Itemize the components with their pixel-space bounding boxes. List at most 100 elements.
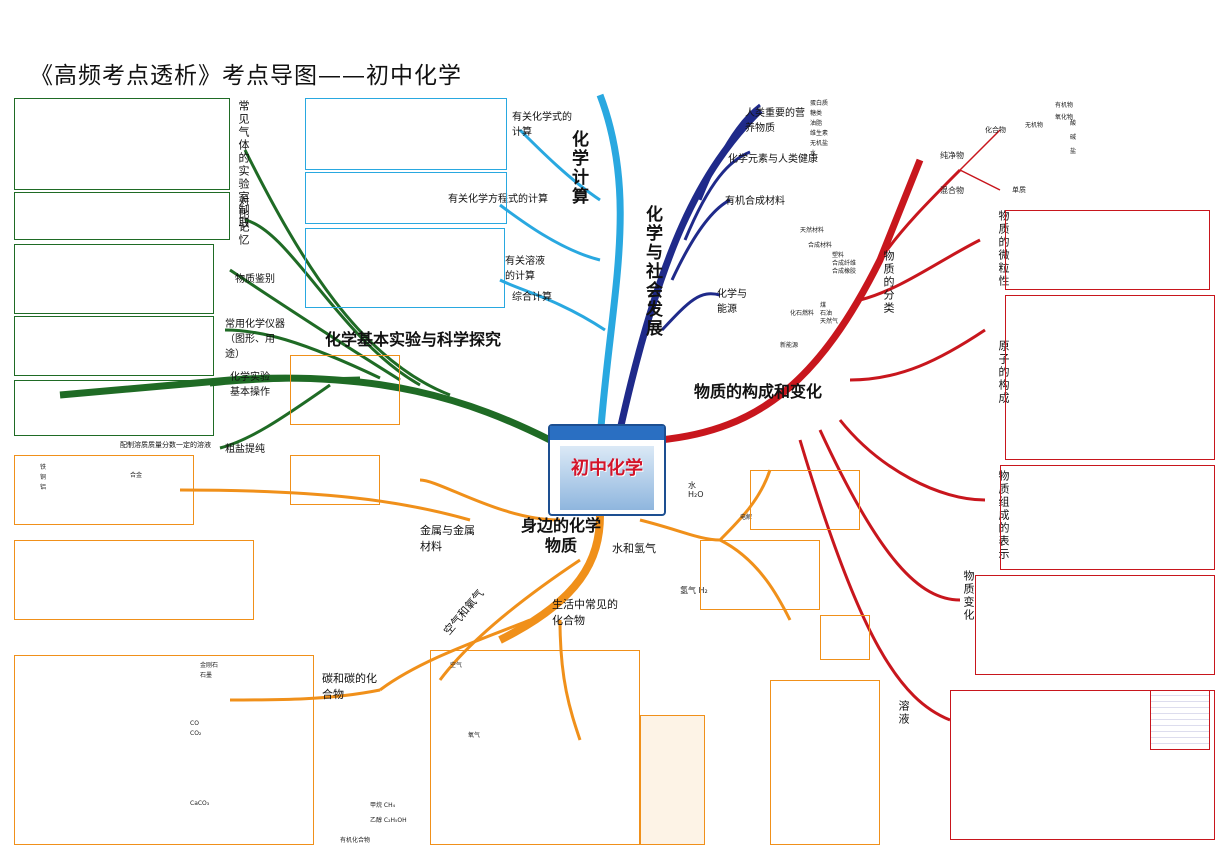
leaf-protein: 蛋白质: [810, 100, 829, 107]
acid-base-box: [770, 680, 880, 845]
center-node: 初中化学: [548, 424, 666, 516]
composition-box: [1000, 465, 1215, 570]
calendar-bar: [550, 426, 664, 440]
exp-sub-3: 物质鉴别: [235, 274, 275, 285]
branch-substances: 身边的化学物质: [520, 516, 601, 555]
leaf-h2o: H₂O: [688, 490, 704, 499]
branch-structure: 物质的构成和变化: [694, 382, 823, 401]
exp-sub-1: 常见气体的实验室制取: [237, 100, 250, 230]
exp-sub-2: 对比记忆: [237, 195, 250, 247]
leaf-vitamin: 维生素: [810, 130, 829, 137]
class-pure: 纯净物: [940, 151, 964, 160]
society-sub-2: 化学元素与人类健康: [728, 154, 818, 165]
calc-sub-3: 有关溶液的计算: [505, 256, 545, 282]
society-sub-1: 人类重要的营养物质: [745, 108, 805, 134]
leaf-oil: 石油: [820, 310, 833, 317]
society-sub-4: 化学与能源: [717, 289, 747, 315]
calc-sub-2: 有关化学方程式的计算: [448, 194, 548, 205]
particle-box: [1005, 210, 1210, 290]
metal-salt-box: [290, 455, 380, 505]
leaf-air: 空气: [450, 662, 463, 669]
leaf-natural: 天然材料: [800, 227, 825, 234]
leaf-copper: 铜: [40, 474, 47, 481]
leaf-electrolysis: 电解: [740, 514, 753, 521]
instrument-box: [14, 316, 214, 376]
subst-sub-5: 生活中常见的化合物: [552, 598, 618, 627]
leaf-iron: 铁: [40, 464, 47, 471]
metal-oxygen-box: [14, 540, 254, 620]
identify-box: [14, 244, 214, 314]
exp-sub-4: 常用化学仪器（图形、用途）: [225, 319, 285, 360]
calc-sub-1: 有关化学式的计算: [512, 112, 572, 138]
leaf-coal: 煤: [820, 302, 827, 309]
compare-box: [14, 192, 230, 240]
society-sub-3: 有机合成材料: [725, 196, 785, 207]
structure-sub-3: 原子的构成: [997, 340, 1010, 405]
leaf-water-sub: 水: [688, 481, 696, 490]
exp-sub-7: 配制溶质质量分数一定的溶液: [120, 441, 211, 449]
leaf-alloy: 合金: [130, 472, 143, 479]
metal-acid-box: [290, 355, 400, 425]
metal-prop-box: [14, 455, 194, 525]
leaf-water: 水: [810, 150, 817, 157]
class-salt: 盐: [1070, 148, 1077, 155]
leaf-synthetic: 合成材料: [808, 242, 833, 249]
leaf-graphite: 石墨: [200, 672, 213, 679]
class-oxide: 氧化物: [1055, 114, 1074, 121]
apparatus-box: [820, 615, 870, 660]
leaf-fat: 油脂: [810, 120, 823, 127]
leaf-ethanol: 乙醇 C₂H₅OH: [370, 817, 407, 824]
leaf-sugar: 糖类: [810, 110, 823, 117]
leaf-plastic: 塑料: [832, 252, 845, 259]
solution-box: [950, 690, 1215, 840]
atom-structure-box: [1005, 295, 1215, 460]
water-box: [750, 470, 860, 530]
leaf-organic-cmpd: 有机化合物: [340, 837, 371, 844]
class-acid: 酸: [1070, 120, 1077, 127]
leaf-gas: 天然气: [820, 318, 839, 325]
leaf-salt: 无机盐: [810, 140, 829, 147]
subst-sub-4: 碳和碳的化合物: [322, 672, 377, 701]
subst-sub-2: 水和氢气: [612, 542, 656, 555]
lab-glassware-image: [560, 446, 654, 510]
center-title: 初中化学: [571, 458, 643, 479]
leaf-co2: CO₂: [190, 730, 202, 737]
change-box: [975, 575, 1215, 675]
structure-sub-2: 物质的微粒性: [997, 210, 1010, 288]
leaf-diamond: 金刚石: [200, 662, 219, 669]
structure-sub-6: 溶液: [897, 700, 910, 726]
class-mixture: 混合物: [940, 186, 964, 195]
branch-calc: 化学计算: [568, 130, 588, 206]
subst-sub-1: 金属与金属材料: [420, 524, 475, 553]
exp-sub-6: 粗盐提纯: [225, 444, 265, 455]
exp-sub-5: 化学实验基本操作: [230, 372, 270, 398]
carbon-box: [14, 655, 314, 845]
leaf-aluminium: 铝: [40, 484, 47, 491]
structure-sub-1: 物质的分类: [882, 250, 895, 315]
leaf-fiber: 合成纤维: [832, 260, 857, 267]
leaf-caco3: CaCO₃: [190, 800, 210, 807]
operation-box: [14, 380, 214, 436]
solution-calc-box: [305, 228, 505, 308]
equation-calc-box: [305, 172, 507, 224]
air-oxygen-box: [430, 650, 640, 845]
gas-prep-box: [14, 98, 230, 190]
branch-experiment: 化学基本实验与科学探究: [325, 330, 502, 349]
class-element: 单质: [1012, 186, 1026, 194]
leaf-co: CO: [190, 720, 199, 727]
class-inorganic: 无机物: [1025, 122, 1044, 129]
structure-sub-5: 物质变化: [962, 570, 975, 622]
calc-sub-4: 综合计算: [512, 292, 552, 303]
branch-society: 化学与社会发展: [642, 205, 662, 338]
leaf-h2: 氢气 H₂: [680, 586, 708, 595]
leaf-ch4: 甲烷 CH₄: [370, 802, 396, 809]
solubility-chart: [1150, 690, 1210, 750]
hydrogen-box: [700, 540, 820, 610]
leaf-rubber: 合成橡胶: [832, 268, 857, 275]
class-organic: 有机物: [1055, 102, 1074, 109]
leaf-new-energy: 新能源: [780, 342, 799, 349]
class-compound: 化合物: [985, 126, 1006, 134]
page-title: 《高频考点透析》考点导图——初中化学: [30, 63, 462, 89]
class-base: 碱: [1070, 134, 1077, 141]
